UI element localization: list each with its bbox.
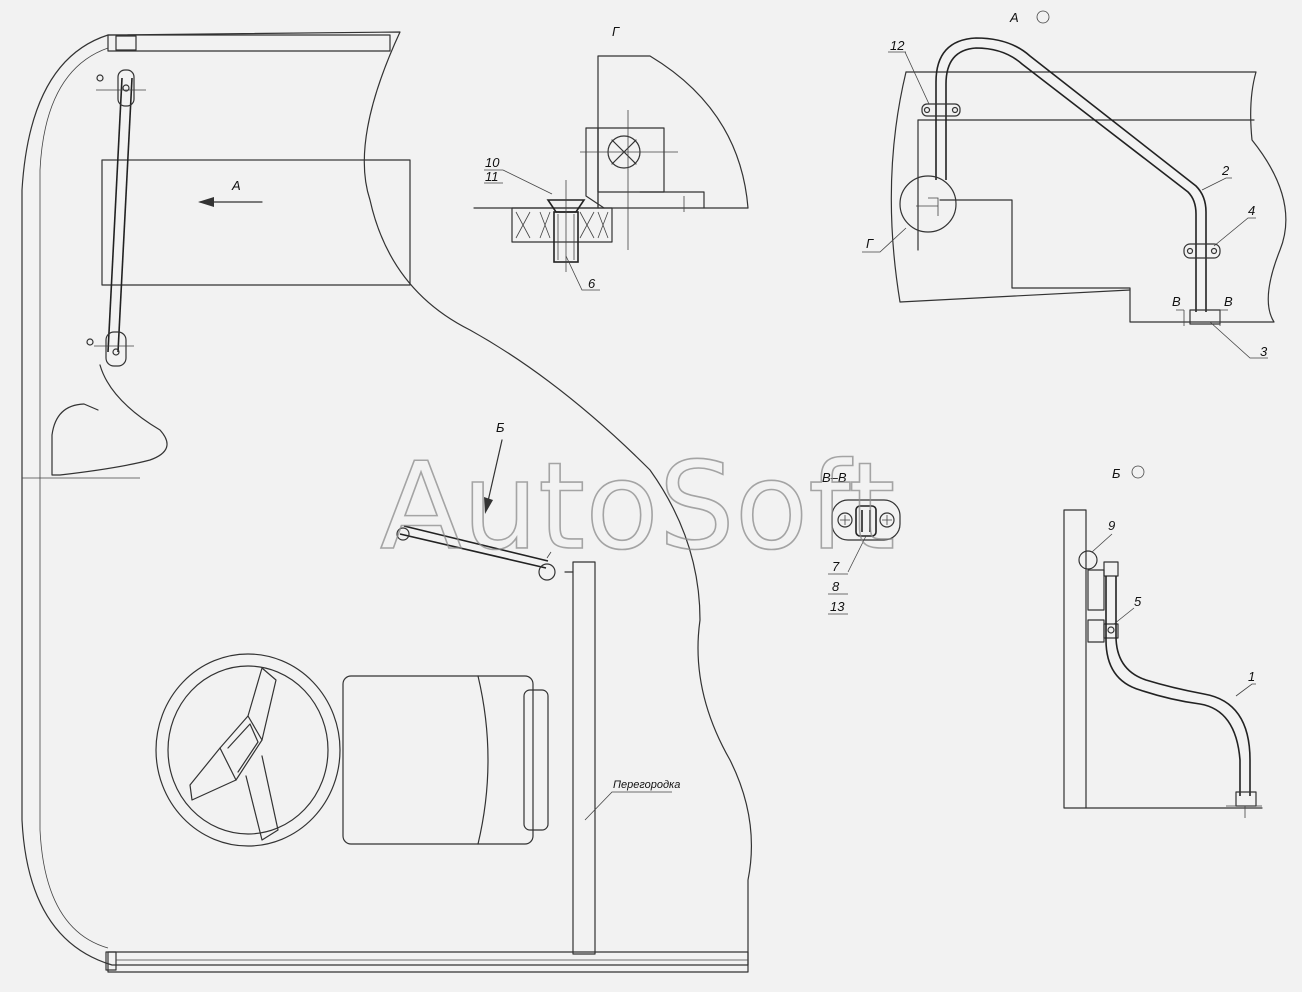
top-rail <box>107 34 391 52</box>
view-b: Б 9 5 1 <box>1063 465 1263 818</box>
watermark: AutoSoft <box>380 438 895 577</box>
step-recess <box>51 364 168 476</box>
arrow-a-label: А <box>231 178 241 193</box>
section-v-left: В <box>1172 294 1181 309</box>
partition-label: Перегородка <box>613 779 680 791</box>
driver-seat <box>342 675 549 845</box>
label-3: 3 <box>1260 344 1268 359</box>
partition: Перегородка <box>564 561 680 955</box>
arrow-b-label: Б <box>496 420 505 435</box>
label-9: 9 <box>1108 518 1115 533</box>
label-13: 13 <box>830 599 845 614</box>
view-arrow-b: Б <box>484 420 505 514</box>
detail-g-title: Г <box>612 24 620 39</box>
label-11: 11 <box>485 169 499 184</box>
label-1: 1 <box>1248 669 1255 684</box>
left-handrail <box>86 69 146 367</box>
partition-handrail <box>396 525 556 581</box>
section-vv: В–В 7 8 13 <box>822 470 901 615</box>
label-8: 8 <box>832 579 840 594</box>
view-arrow-a: А <box>198 178 263 207</box>
detail-g: Г 10 11 6 <box>473 24 749 291</box>
hatched-wall <box>511 207 613 243</box>
view-a-title: А <box>1009 10 1019 25</box>
view-a: А Г 12 2 4 3 В В <box>862 10 1287 359</box>
label-2: 2 <box>1221 163 1230 178</box>
view-b-title: Б <box>1112 466 1121 481</box>
section-vv-title: В–В <box>822 470 847 485</box>
bottom-rail <box>107 951 749 973</box>
cab-outline <box>21 31 752 966</box>
label-12: 12 <box>890 38 905 53</box>
label-4: 4 <box>1248 203 1255 218</box>
label-6: 6 <box>588 276 596 291</box>
label-7: 7 <box>832 559 840 574</box>
section-v-right: В <box>1224 294 1233 309</box>
door-panel <box>101 159 411 286</box>
label-5: 5 <box>1134 594 1142 609</box>
view-a-label-g: Г <box>866 236 874 251</box>
label-10: 10 <box>485 155 500 170</box>
main-view: А Перегородка Б <box>21 31 752 973</box>
steering-wheel <box>155 653 341 847</box>
